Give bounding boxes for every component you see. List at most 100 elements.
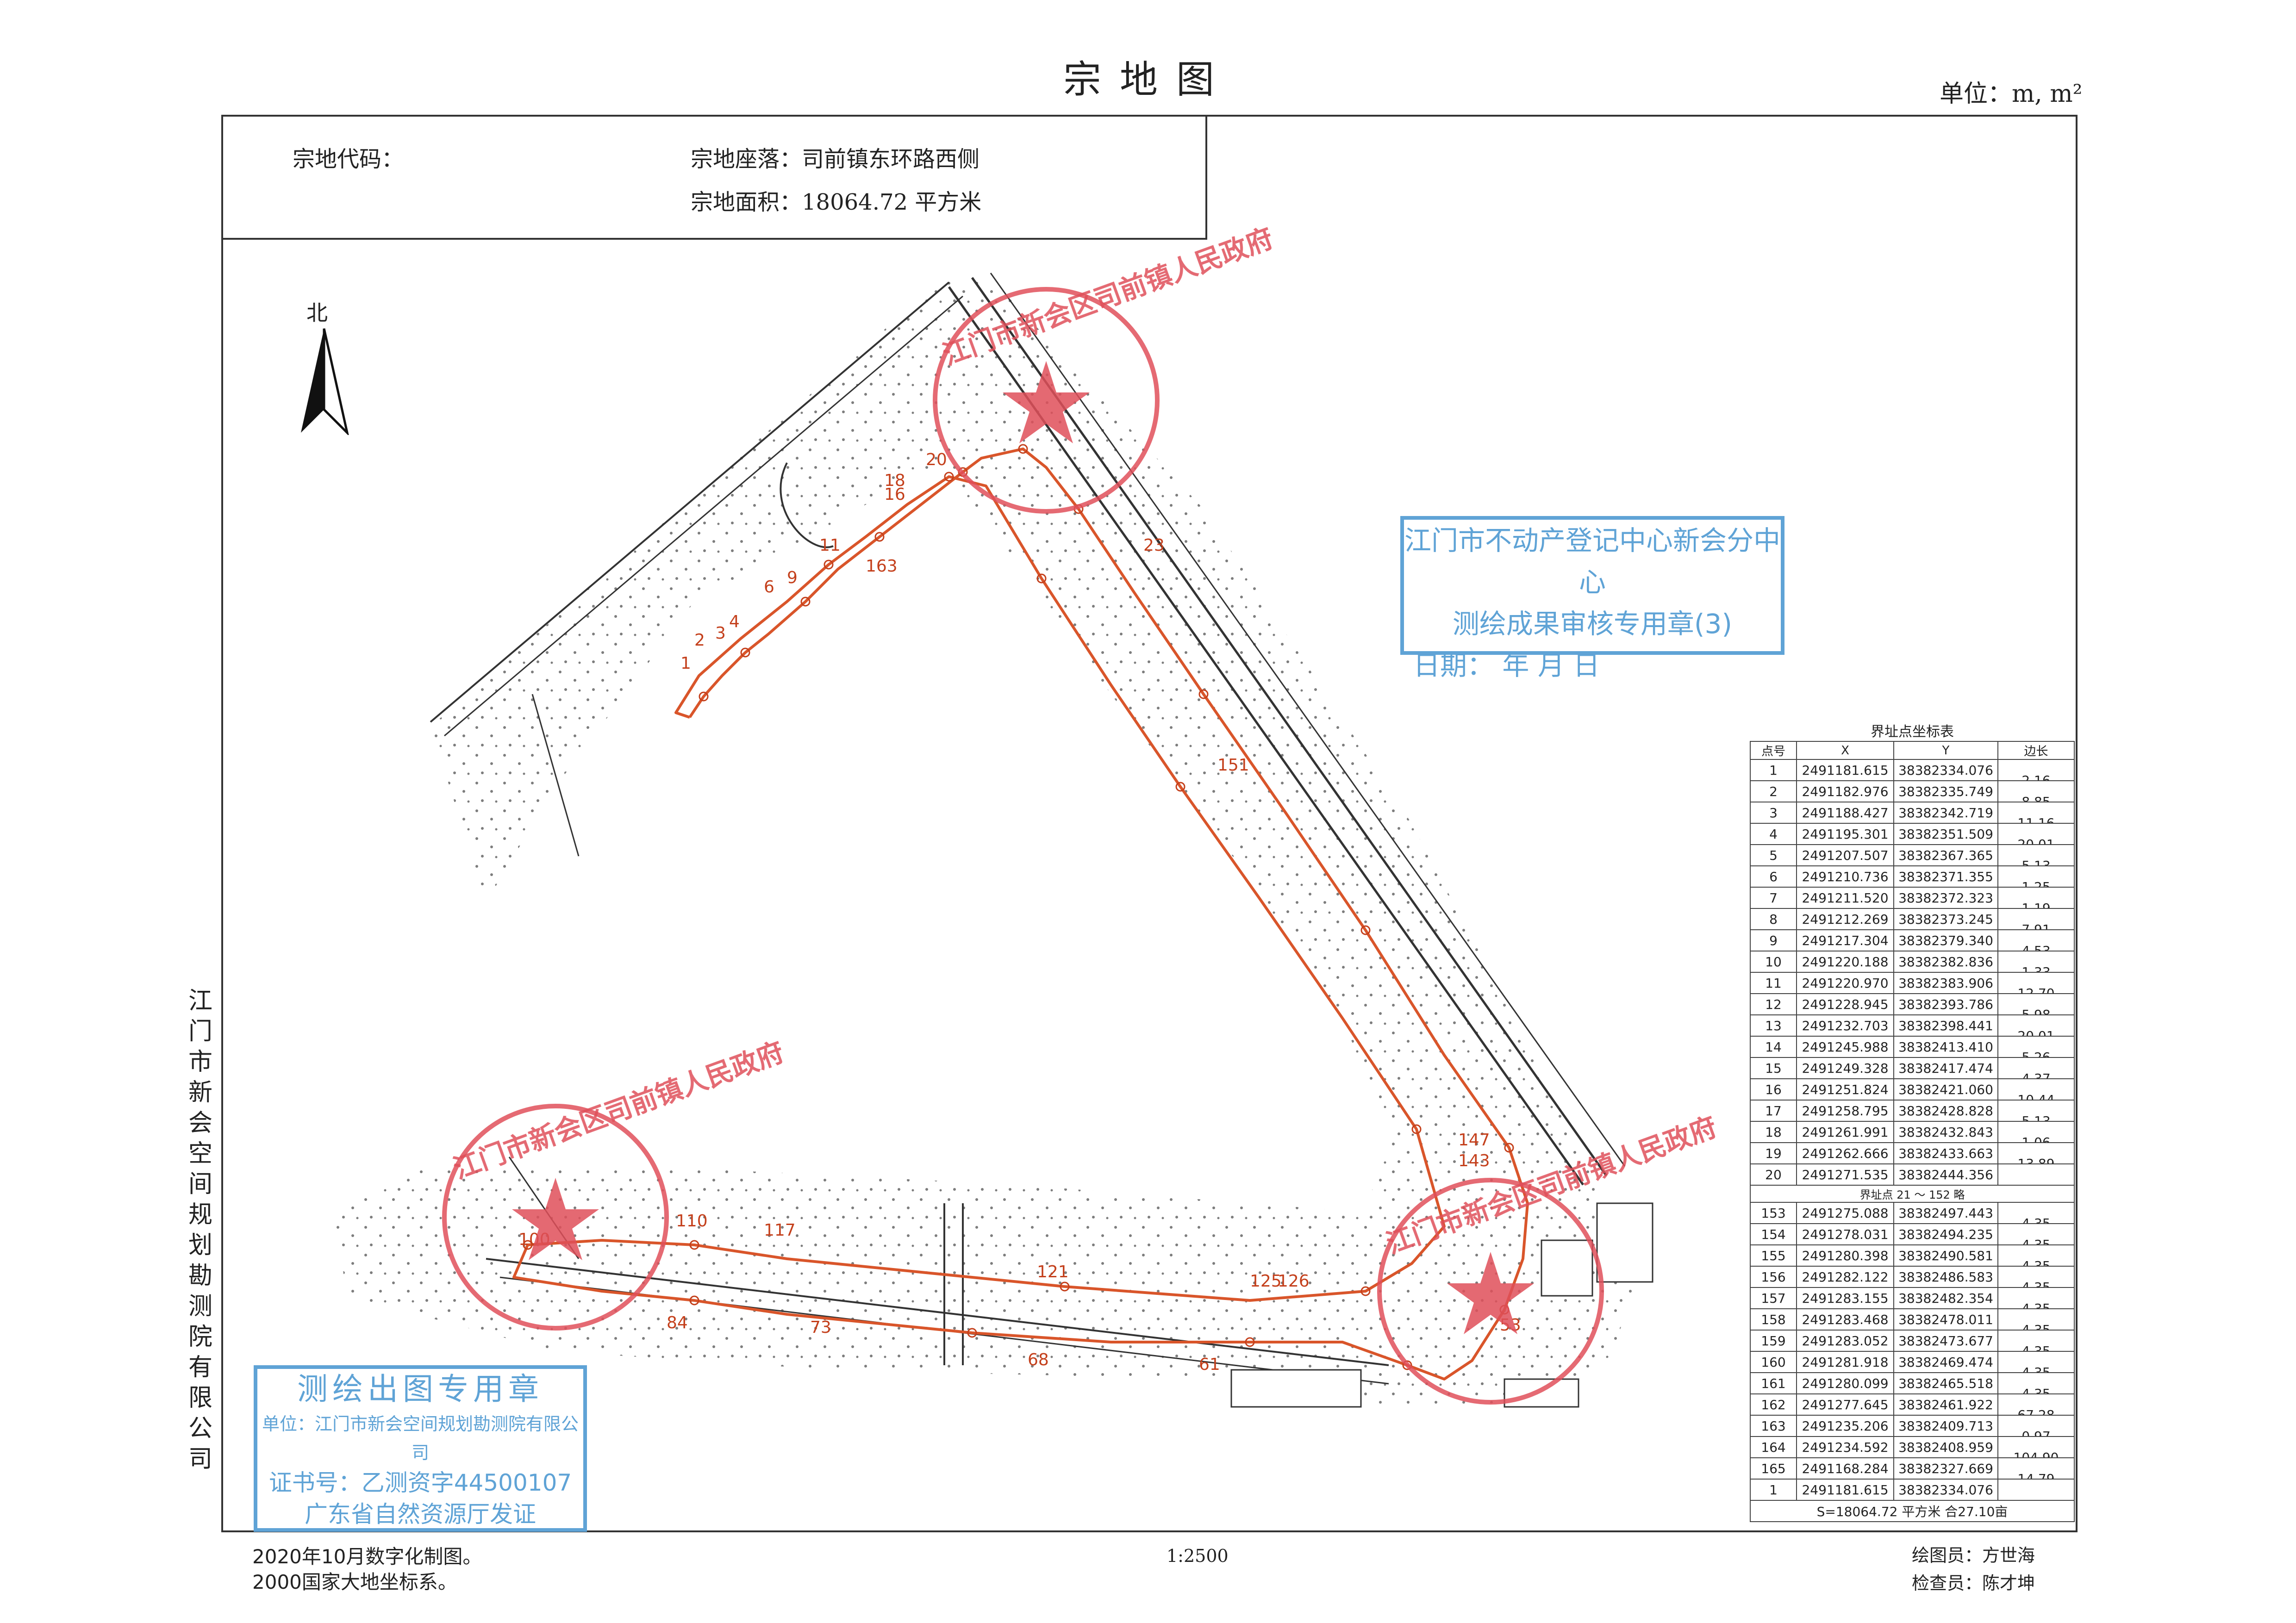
cell-y: 38382379.340 — [1893, 929, 1998, 951]
cell-x: 2491211.520 — [1796, 887, 1894, 909]
edge-length-value: 20.01 — [2017, 1028, 2055, 1036]
boundary-point-label: 61 — [1199, 1355, 1220, 1374]
audit-stamp: 江门市不动产登记中心新会分中心 测绘成果审核专用章(3) 日期： 年 月 日 — [1400, 516, 1784, 681]
cell-edge-length: 104.90 — [1997, 1436, 2075, 1458]
edge-length-value: 1.33 — [2021, 964, 2051, 972]
cell-edge-length: 4.35 — [1997, 1266, 2075, 1288]
cell-y: 38382461.922 — [1893, 1393, 1998, 1416]
cell-x: 2491275.088 — [1796, 1202, 1894, 1224]
cell-id: 8 — [1750, 908, 1797, 930]
cell-edge-length: 4.35 — [1997, 1223, 2075, 1245]
boundary-point-label: 125 — [1250, 1272, 1282, 1291]
cell-edge-length: 4.35 — [1997, 1308, 2075, 1331]
boundary-point-label: 73 — [810, 1318, 831, 1337]
boundary-point-label: 4 — [729, 612, 740, 631]
cell-y: 38382465.518 — [1893, 1372, 1998, 1394]
cell-y: 38382417.474 — [1893, 1057, 1998, 1079]
cell-x: 2491283.155 — [1796, 1287, 1894, 1309]
edge-length-value: 1.25 — [2021, 879, 2051, 887]
cell-y: 38382327.669 — [1893, 1457, 1998, 1480]
cell-id: 7 — [1750, 887, 1797, 909]
cell-y: 38382444.356 — [1893, 1163, 1998, 1186]
cell-y: 38382398.441 — [1893, 1014, 1998, 1037]
cell-y: 38382469.474 — [1893, 1351, 1998, 1373]
cell-id: 18 — [1750, 1121, 1797, 1143]
cell-edge-length: 10.44 — [1997, 1078, 2075, 1101]
cell-y: 38382371.355 — [1893, 865, 1998, 888]
cell-x: 2491280.398 — [1796, 1244, 1894, 1267]
cell-id: 12 — [1750, 993, 1797, 1015]
north-arrow-icon — [301, 328, 349, 435]
edge-length-value: 4.35 — [2021, 1322, 2051, 1330]
cell-id: 1 — [1750, 759, 1797, 781]
edge-length-value: 4.37 — [2021, 1070, 2051, 1079]
edge-length-value: 4.35 — [2021, 1279, 2051, 1287]
scale-label: 1:2500 — [1167, 1546, 1229, 1566]
cell-y: 38382473.677 — [1893, 1330, 1998, 1352]
cell-y: 38382478.011 — [1893, 1308, 1998, 1331]
cell-x: 2491228.945 — [1796, 993, 1894, 1015]
col-header: 边长 — [1997, 741, 2075, 760]
cell-x: 2491181.615 — [1796, 759, 1894, 781]
boundary-point-label: 117 — [764, 1221, 796, 1240]
boundary-point-label: 110 — [676, 1212, 708, 1231]
cell-id: 16 — [1750, 1078, 1797, 1101]
cell-x: 2491249.328 — [1796, 1057, 1894, 1079]
cell-edge-length: 1.25 — [1997, 865, 2075, 888]
boundary-point-label: 6 — [764, 578, 774, 597]
cell-y: 38382334.076 — [1893, 759, 1998, 781]
cell-edge-length: 12.70 — [1997, 972, 2075, 994]
boundary-point-label: 126 — [1278, 1272, 1310, 1291]
boundary-point-label: 18 — [884, 471, 905, 490]
cell-id: 6 — [1750, 865, 1797, 888]
cell-x: 2491217.304 — [1796, 929, 1894, 951]
cell-x: 2491207.507 — [1796, 844, 1894, 866]
cell-y: 38382409.713 — [1893, 1415, 1998, 1437]
cell-x: 2491245.988 — [1796, 1036, 1894, 1058]
cell-id: 165 — [1750, 1457, 1797, 1480]
cell-id: 5 — [1750, 844, 1797, 866]
edge-length-value: 4.35 — [2021, 1386, 2051, 1394]
cell-id: 4 — [1750, 823, 1797, 845]
cell-x: 2491195.301 — [1796, 823, 1894, 845]
cell-y: 38382432.843 — [1893, 1121, 1998, 1143]
edge-length-value: 4.35 — [2021, 1343, 2051, 1351]
cell-y: 38382421.060 — [1893, 1078, 1998, 1101]
edge-length-value: 4.35 — [2021, 1237, 2051, 1245]
cell-id: 13 — [1750, 1014, 1797, 1037]
cert-stamp-unit: 单位：江门市新会空间规划勘测院有限公司 — [262, 1414, 579, 1463]
cell-id: 159 — [1750, 1330, 1797, 1352]
cell-x: 2491262.666 — [1796, 1142, 1894, 1164]
edge-length-value: 1.06 — [2021, 1134, 2051, 1143]
cell-edge-length: 4.35 — [1997, 1202, 2075, 1224]
cell-id: 155 — [1750, 1244, 1797, 1267]
edge-length-value: 14.79 — [2017, 1471, 2055, 1479]
cell-edge-length: 5.98 — [1997, 993, 2075, 1015]
cell-edge-length: 5.13 — [1997, 844, 2075, 866]
cell-id: 1 — [1750, 1479, 1797, 1501]
cell-id: 11 — [1750, 972, 1797, 994]
cell-edge-length: 11.16 — [1997, 802, 2075, 824]
cell-edge-length: 5.26 — [1997, 1036, 2075, 1058]
cell-id: 153 — [1750, 1202, 1797, 1224]
survey-cert-stamp: 测绘出图专用章 单位：江门市新会空间规划勘测院有限公司 证书号：乙测资字4450… — [254, 1365, 587, 1532]
road-lines — [430, 273, 1626, 1385]
boundary-point-label: 68 — [1028, 1350, 1049, 1369]
cell-edge-length — [1997, 1163, 2075, 1186]
made-date-note: 2020年10月数字化制图。 — [252, 1545, 482, 1568]
audit-stamp-line3: 日期： 年 月 日 — [1413, 650, 1600, 681]
